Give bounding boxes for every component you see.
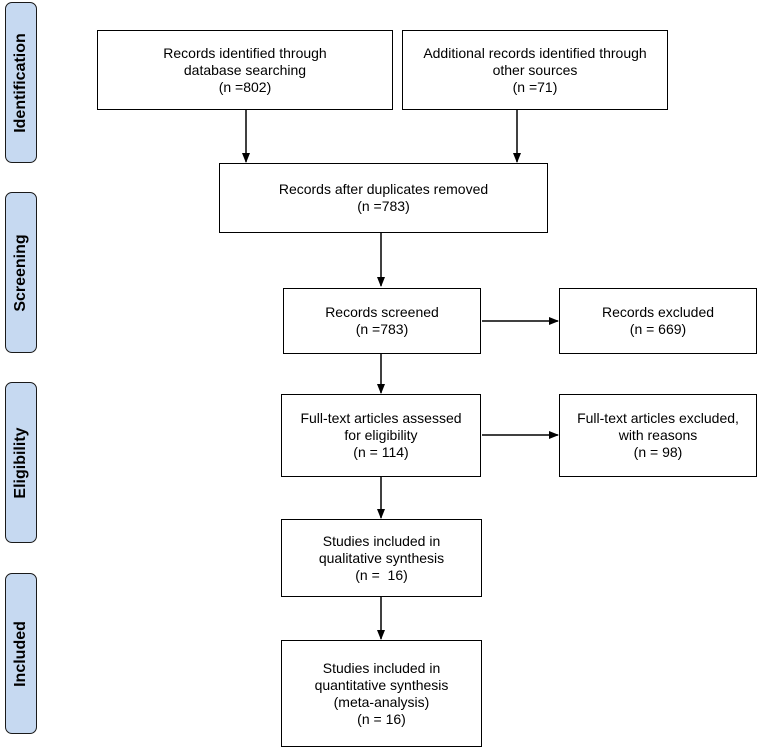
box-line: Records excluded [601, 304, 715, 320]
box-line: database searching [183, 61, 307, 78]
box-qualitative-synthesis: Studies included in qualitative synthesi… [281, 519, 482, 597]
box-line: Additional records identified through [423, 44, 647, 61]
box-line: (n =783) [355, 321, 409, 337]
box-database-records: Records identified through database sear… [97, 30, 393, 110]
box-line: other sources [492, 61, 578, 78]
box-line: (n =71) [512, 78, 558, 95]
box-line: Records identified through [163, 44, 327, 61]
box-line: quantitative synthesis [314, 676, 449, 693]
stage-screening: Screening [5, 192, 37, 353]
box-line: (n =783) [357, 198, 410, 214]
box-line: qualitative synthesis [318, 549, 445, 566]
box-line: Studies included in [322, 659, 441, 676]
stage-included: Included [5, 573, 37, 734]
box-line: (n =802) [218, 78, 272, 95]
stage-identification: Identification [5, 2, 37, 163]
box-line: (n = 16) [357, 710, 406, 727]
stage-eligibility: Eligibility [5, 382, 37, 543]
box-line: (n = 114) [353, 444, 409, 460]
box-line: (n = 669) [629, 321, 687, 337]
box-records-screened: Records screened (n =783) [283, 288, 481, 354]
box-line: Full-text articles assessed [300, 410, 462, 426]
box-fulltext-excluded: Full-text articles excluded, with reason… [559, 394, 757, 477]
box-line: (n = 98) [633, 444, 683, 460]
box-line: Full-text articles excluded, [577, 410, 739, 426]
box-records-excluded: Records excluded (n = 669) [559, 288, 757, 354]
box-quantitative-synthesis: Studies included in quantitative synthes… [281, 640, 482, 747]
box-line: Records screened [325, 304, 439, 320]
box-line: with reasons [618, 427, 698, 443]
box-line: Records after duplicates removed [278, 181, 489, 197]
box-line: Studies included in [322, 532, 441, 549]
box-fulltext-assessed: Full-text articles assessed for eligibil… [281, 394, 481, 477]
box-duplicates-removed: Records after duplicates removed (n =783… [219, 163, 548, 233]
box-line: (n = 16) [355, 566, 408, 583]
box-other-sources-records: Additional records identified through ot… [402, 30, 668, 110]
box-line: (meta-analysis) [333, 693, 430, 710]
box-line: for eligibility [344, 427, 418, 443]
